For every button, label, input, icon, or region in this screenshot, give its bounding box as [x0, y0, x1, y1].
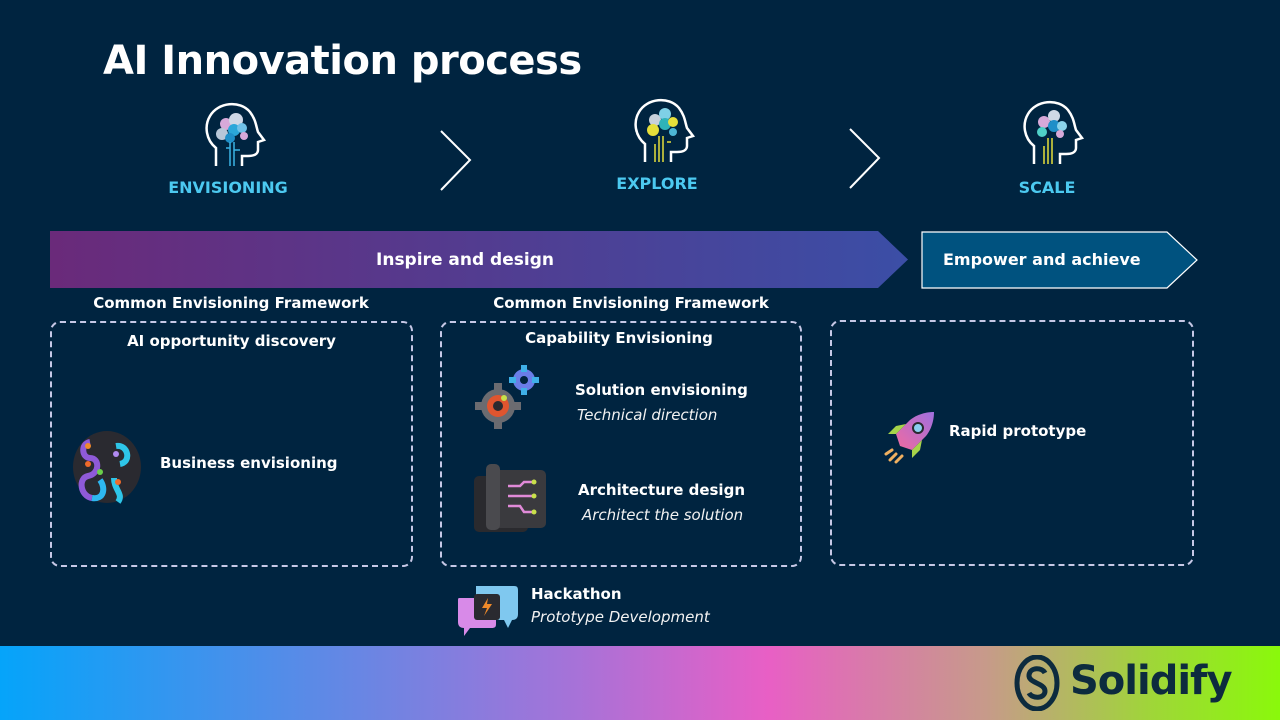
page-title: AI Innovation process — [103, 38, 582, 84]
blueprint-icon — [474, 464, 546, 532]
inspire-design-label: Inspire and design — [376, 249, 554, 270]
empower-achieve-label: Empower and achieve — [943, 250, 1141, 269]
business-envisioning-title: Business envisioning — [160, 454, 338, 472]
hackathon-subtitle: Prototype Development — [531, 608, 710, 626]
head-brain-icon — [1023, 101, 1085, 164]
architecture-design-title: Architecture design — [578, 481, 745, 499]
hackathon-title: Hackathon — [531, 585, 622, 603]
empower-achieve-band — [921, 231, 1198, 289]
solution-envisioning-title: Solution envisioning — [575, 381, 748, 399]
rapid-prototype-title: Rapid prototype — [949, 422, 1087, 440]
solidify-logo-icon — [1014, 655, 1060, 711]
stage-label-envisioning: ENVISIONING — [168, 178, 288, 197]
framework-label: Common Envisioning Framework — [493, 294, 769, 312]
head-brain-icon — [205, 103, 267, 166]
capability-envisioning-box — [440, 321, 802, 567]
rocket-icon — [884, 412, 934, 464]
gears-icon — [475, 365, 539, 429]
rapid-prototype-box — [830, 320, 1194, 566]
architecture-design-subtitle: Architect the solution — [582, 506, 744, 524]
box-title: AI opportunity discovery — [127, 332, 336, 350]
inspire-design-band — [50, 231, 908, 288]
stage-label-scale: SCALE — [1018, 178, 1076, 197]
chat-chip-icon — [458, 586, 518, 636]
chevron-right-icon — [849, 128, 881, 189]
framework-label: Common Envisioning Framework — [93, 294, 369, 312]
opportunity-discovery-box — [50, 321, 413, 567]
solution-envisioning-subtitle: Technical direction — [577, 406, 718, 424]
footer-gradient-bar — [0, 646, 1280, 720]
chevron-right-icon — [440, 130, 472, 191]
box-title: Capability Envisioning — [525, 329, 713, 347]
solidify-logo-text: Solidify — [1070, 658, 1233, 704]
stage-label-explore: EXPLORE — [616, 174, 698, 193]
head-brain-icon — [634, 99, 696, 162]
brain-icon — [73, 431, 141, 504]
